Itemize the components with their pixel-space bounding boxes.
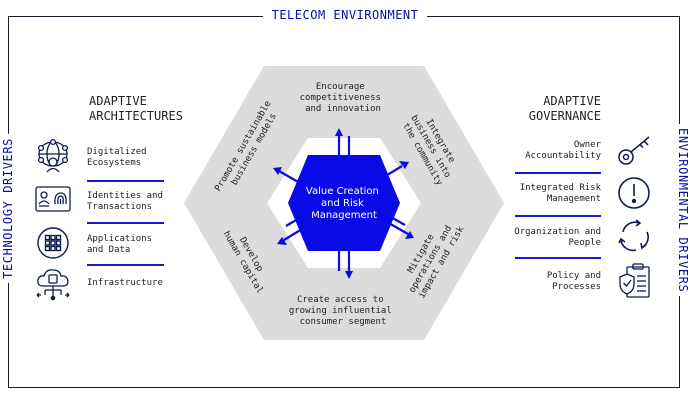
- page-title: TELECOM ENVIRONMENT: [0, 8, 690, 22]
- divider: [87, 222, 164, 224]
- segment-bottom: [264, 268, 424, 340]
- arrows: [273, 128, 414, 279]
- divider: [515, 172, 601, 174]
- center-label: Value Creation and Risk Management: [306, 186, 382, 221]
- infrastructure-label: Infrastructure: [87, 278, 163, 288]
- center-hexagon: [288, 155, 400, 251]
- environmental-drivers-label: ENVIRONMENTAL DRIVERS: [676, 124, 690, 297]
- policy-shield-icon: [619, 263, 650, 298]
- segment-lower-left: [184, 203, 308, 340]
- cloud-infrastructure-icon: [36, 269, 70, 301]
- segment-bottom-text: Create access to growing influential con…: [289, 295, 397, 327]
- app-grid-icon: [37, 227, 69, 259]
- network-globe-icon: [37, 138, 69, 173]
- key-icon: [618, 136, 650, 165]
- segment-top: [264, 66, 424, 138]
- cycle-arrows-icon: [618, 219, 649, 252]
- divider: [87, 264, 164, 266]
- divider: [515, 257, 601, 259]
- segment-upper-right: [380, 66, 504, 203]
- divider: [87, 180, 164, 182]
- divider: [515, 215, 601, 217]
- segment-top-text: Encourage competitiveness and innovation: [300, 82, 387, 114]
- exclamation-circle-icon: [618, 177, 650, 209]
- fingerprint-id-icon: [35, 186, 71, 212]
